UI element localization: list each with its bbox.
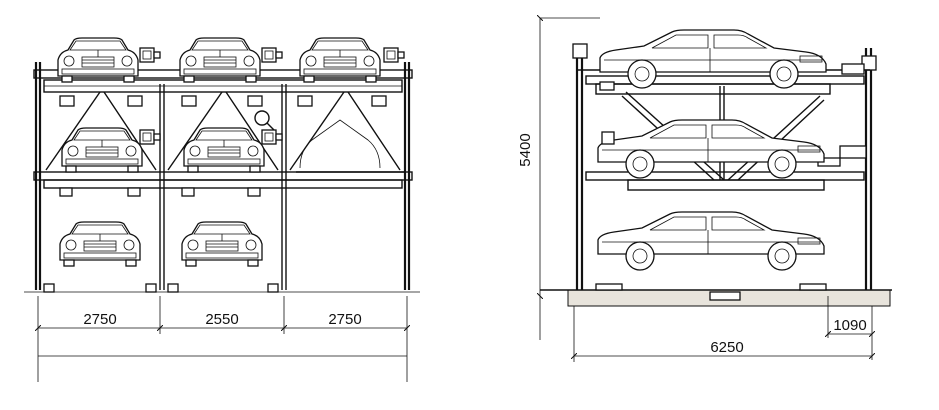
front-braces — [45, 91, 401, 171]
dim-offset: 1090 — [833, 317, 866, 334]
dim-length: 6250 — [710, 339, 743, 356]
dim-height: 5400 — [517, 133, 534, 166]
side-middle-platform — [585, 145, 867, 191]
front-view: 2750 2550 2750 — [24, 37, 420, 382]
magnifier-icon — [254, 110, 275, 131]
side-height-dimension: 5400 — [517, 18, 600, 340]
front-columns — [34, 62, 411, 290]
front-middle-platform — [33, 171, 413, 197]
dim-bay-right: 2750 — [328, 311, 361, 328]
front-dimensions: 2750 2550 2750 — [38, 296, 407, 382]
side-view: 5400 1090 6250 — [517, 18, 892, 362]
side-cars — [597, 29, 827, 271]
dim-bay-middle: 2550 — [205, 311, 238, 328]
side-length-dimension: 6250 — [574, 306, 872, 362]
side-columns — [572, 43, 877, 290]
side-ground — [540, 283, 892, 307]
front-upper-cars — [57, 37, 405, 83]
dim-bay-left: 2750 — [83, 311, 116, 328]
front-ground-cars — [43, 221, 279, 293]
side-offset-dimension: 1090 — [828, 296, 872, 360]
